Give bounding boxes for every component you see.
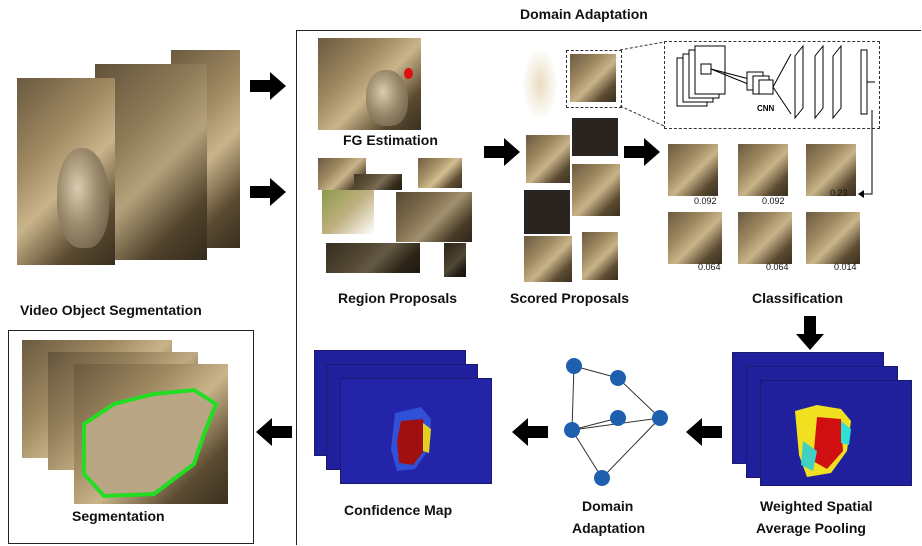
classified-thumb — [668, 144, 718, 196]
classified-thumb — [738, 144, 788, 196]
cat-image — [366, 70, 408, 126]
domain-adaptation-label-2: Adaptation — [572, 520, 646, 536]
arrow-down-icon — [796, 316, 824, 350]
fg-estimation-image — [318, 38, 421, 130]
classified-thumb — [806, 212, 860, 264]
proposal-thumb — [570, 54, 616, 102]
graph-node — [564, 422, 580, 438]
classified-thumb — [738, 212, 792, 264]
domain-adaptation-label-1: Domain — [582, 498, 634, 514]
proposal-thumb — [572, 118, 618, 156]
arrow-right-icon — [250, 72, 286, 100]
video-frame-1 — [17, 78, 115, 265]
cnn-diagram-box: CNN — [664, 41, 880, 129]
graph-node — [594, 470, 610, 486]
cnn-output-arrow — [858, 110, 873, 198]
score-label: 0.092 — [762, 196, 785, 206]
proposal-thumb — [572, 164, 620, 216]
video-object-segmentation-title: Video Object Segmentation — [20, 302, 202, 318]
proposal-thumb — [322, 190, 374, 234]
classified-thumb — [668, 212, 722, 264]
proposal-thumb — [524, 236, 572, 282]
score-label: 0.064 — [698, 262, 721, 272]
score-label: 0.014 — [834, 262, 857, 272]
heatmap-blob — [795, 405, 851, 477]
segmentation-panel — [8, 330, 254, 544]
scored-proposals-label: Scored Proposals — [510, 290, 630, 306]
confidence-blob — [391, 407, 431, 471]
proposal-thumb — [444, 243, 466, 277]
cnn-label: CNN — [757, 104, 775, 113]
confidence-map-label: Confidence Map — [344, 502, 453, 518]
graph-node — [566, 358, 582, 374]
region-proposals-label: Region Proposals — [338, 290, 458, 306]
arrow-right-icon — [484, 138, 520, 166]
arrow-left-icon — [512, 418, 548, 446]
zoom-connector — [620, 41, 665, 127]
proposal-thumb — [526, 135, 570, 183]
score-label: 0.092 — [694, 196, 717, 206]
proposal-thumb — [326, 243, 420, 273]
weighted-pooling-label-2: Average Pooling — [756, 520, 866, 536]
graph-diagram — [564, 358, 668, 486]
segmentation-outline — [82, 387, 219, 499]
proposal-thumb — [522, 48, 558, 120]
domain-adaptation-panel — [296, 30, 921, 545]
segmentation-label: Segmentation — [72, 508, 165, 524]
graph-node — [610, 410, 626, 426]
graph-node — [652, 410, 668, 426]
score-label: 0.064 — [766, 262, 789, 272]
domain-adaptation-title: Domain Adaptation — [520, 6, 648, 22]
graph-node — [610, 370, 626, 386]
classified-thumb — [806, 144, 856, 196]
arrow-right-icon — [624, 138, 660, 166]
proposal-thumb — [354, 174, 402, 190]
confidence-frame — [340, 378, 492, 484]
cnn-architecture-icon — [676, 44, 875, 120]
fg-marker — [404, 68, 413, 79]
fg-estimation-label: FG Estimation — [343, 132, 438, 148]
proposal-thumb — [418, 158, 462, 188]
heatmap-frame — [760, 380, 912, 486]
proposal-thumb — [524, 190, 570, 234]
arrow-right-icon — [250, 178, 286, 206]
classification-label: Classification — [752, 290, 844, 306]
arrow-left-icon — [256, 418, 292, 446]
proposal-thumb — [582, 232, 618, 280]
cat-image — [57, 148, 109, 248]
segmentation-frame — [74, 364, 228, 504]
score-label: 0.23 — [830, 188, 848, 198]
weighted-pooling-label-1: Weighted Spatial — [760, 498, 873, 514]
arrow-left-icon — [686, 418, 722, 446]
selected-proposal-box — [566, 50, 622, 108]
proposal-thumb — [396, 192, 472, 242]
